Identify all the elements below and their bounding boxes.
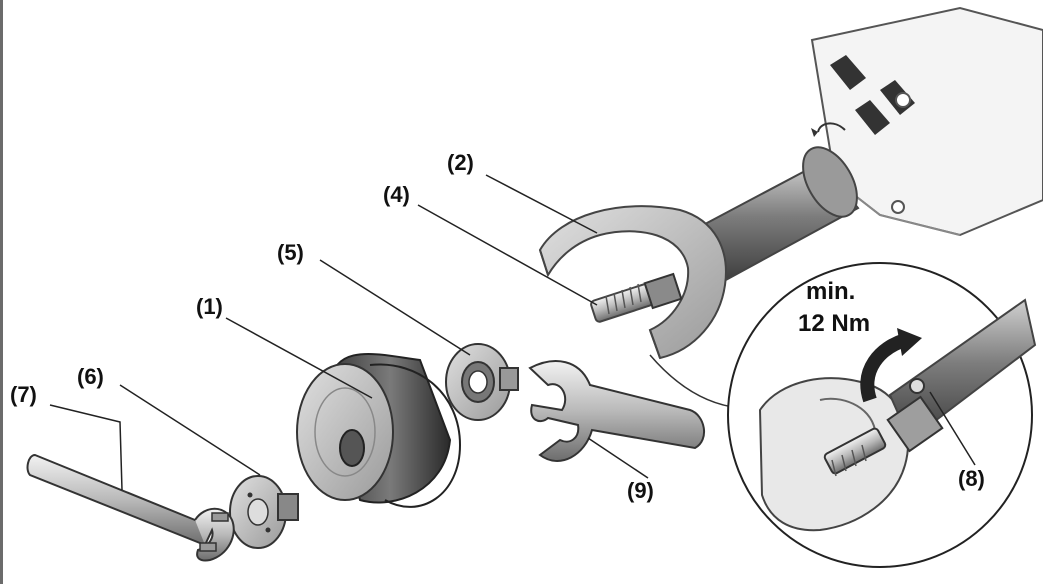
leader-lines <box>49 174 976 491</box>
detail-connector <box>649 354 741 409</box>
locking-flange <box>445 343 519 421</box>
label-two-pin-spanner: (7) <box>10 382 37 407</box>
label-protective-guard: (2) <box>447 150 474 175</box>
label-open-ended-spanner: (9) <box>627 478 654 503</box>
protective-guard <box>538 205 727 360</box>
two-pin-spanner <box>26 453 235 562</box>
detail-inset <box>727 262 1037 568</box>
open-ended-spanner <box>528 360 705 462</box>
motor-housing <box>810 6 1043 237</box>
threaded-spindle <box>590 272 683 323</box>
label-threaded-spindle: (4) <box>383 182 410 207</box>
torque-label-min: min. <box>806 278 856 305</box>
label-clamping-nut: (6) <box>77 364 104 389</box>
clamping-nut <box>229 475 299 549</box>
page-frame-edge <box>0 0 3 584</box>
grinding-wheel <box>296 352 462 508</box>
label-locking-flange: (5) <box>277 240 304 265</box>
label-grinding-wheel: (1) <box>196 294 223 319</box>
torque-label-value: 12 Nm <box>798 310 871 337</box>
label-spindle-lock: (8) <box>958 466 985 491</box>
